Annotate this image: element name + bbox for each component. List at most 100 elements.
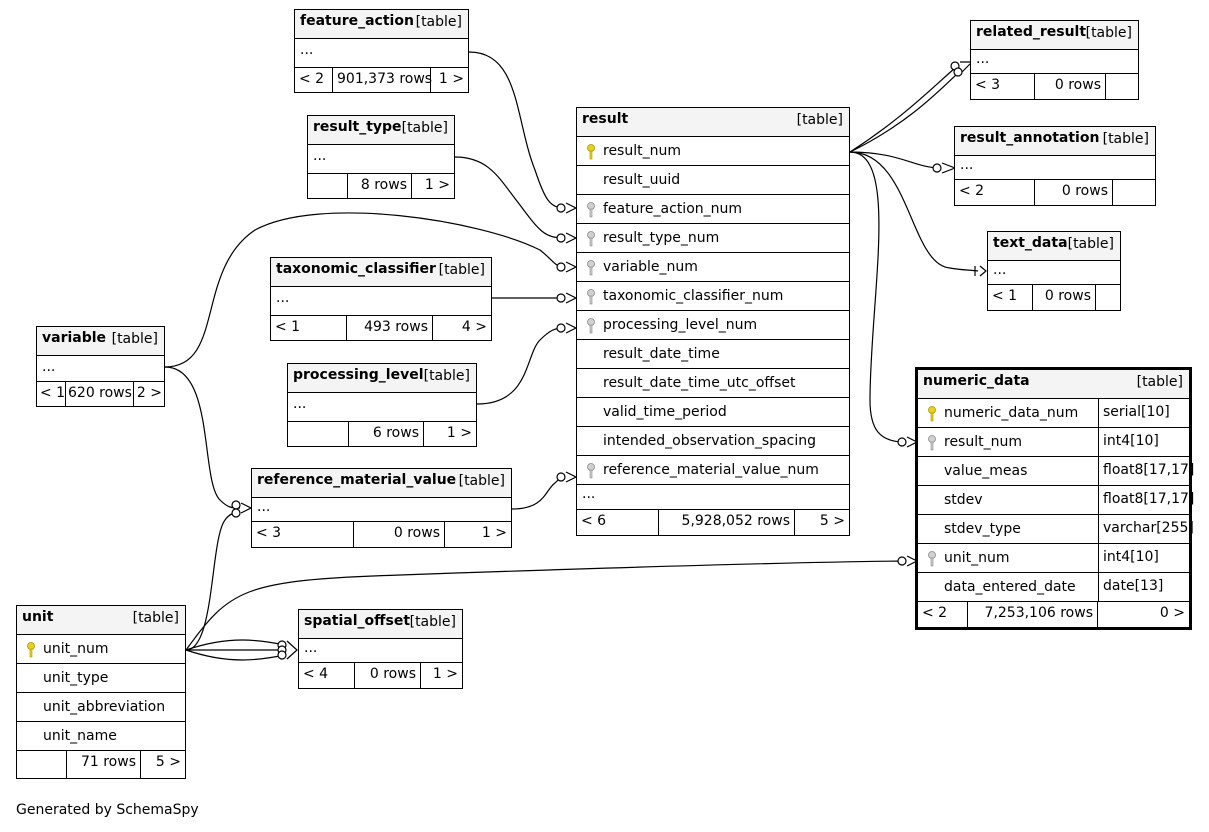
edge-variable-refmat [164,366,241,509]
table-header: unit [table] [17,606,185,635]
table-footer: 6 rows 1 > [288,422,476,446]
parents-link[interactable] [308,174,348,198]
edge-annotation [849,151,941,169]
table-name[interactable]: spatial_offset [304,613,411,629]
children-link[interactable]: 0 > [1159,605,1185,621]
table-name[interactable]: result_annotation [960,130,1100,146]
table-taxonomic-classifier[interactable]: taxonomic_classifier [table] ... < 1 493… [270,257,492,341]
children-link[interactable] [1113,180,1155,205]
parents-link[interactable]: < 3 [252,522,354,547]
parents-link[interactable]: < 2 [955,180,1035,205]
table-related-result[interactable]: related_result [table] ... < 3 0 rows [970,20,1139,100]
table-processing-level[interactable]: processing_level [table] ... 6 rows 1 > [287,363,477,447]
table-header: result_annotation [table] [955,127,1155,156]
parents-link[interactable]: < 1 [988,285,1033,310]
column-name: result_date_time_utc_offset [603,375,796,391]
column-row: value_meas float8[17,17] [918,457,1194,486]
column-name: unit_num [944,550,1010,566]
children-link[interactable]: 5 > [819,513,845,529]
table-kind: [table] [423,368,470,384]
table-header: taxonomic_classifier [table] [271,258,491,287]
column-row: intended_observation_spacing [577,427,849,456]
table-name[interactable]: result [582,111,629,127]
edge-unit-numeric [185,560,906,651]
table-name[interactable]: processing_level [293,367,424,383]
parents-link[interactable]: < 2 [295,68,333,92]
table-footer: < 1 0 rows [988,285,1120,310]
ellipsis: ... [313,148,327,164]
ellipsis: ... [976,51,990,67]
table-variable[interactable]: variable [table] ... < 1 620 rows 2 > [36,326,165,407]
table-body: ... [295,39,468,68]
parents-link[interactable]: < 2 [918,602,968,627]
table-body: ... [308,145,454,174]
column-row: unit_num int4[10] [918,544,1189,573]
column-name: stdev_type [944,521,1021,537]
table-kind: [table] [1136,374,1183,390]
ellipsis: ... [293,396,307,412]
table-text-data[interactable]: text_data [table] ... < 1 0 rows [987,231,1121,311]
column-type: int4[10] [1098,544,1189,572]
foreign-key-icon [586,463,596,479]
table-kind: [table] [111,331,158,347]
table-body: ... [971,50,1138,74]
table-name[interactable]: result_type [313,119,402,135]
table-result-annotation[interactable]: result_annotation [table] ... < 2 0 rows [954,126,1156,206]
row-count: 0 rows [354,522,445,547]
edge-related-1 [849,67,956,153]
column-type: float8[17,17] [1098,457,1194,485]
table-name[interactable]: variable [42,330,107,346]
table-name[interactable]: unit [22,609,54,625]
children-link[interactable]: 1 > [481,525,507,541]
table-numeric-data[interactable]: numeric_data [table] numeric_data_num se… [915,367,1194,630]
table-name[interactable]: text_data [993,235,1068,251]
parents-link[interactable]: < 4 [299,663,355,688]
parents-link[interactable]: < 1 [271,316,347,340]
parents-link[interactable] [288,422,349,446]
foreign-key-icon [586,289,596,305]
table-kind: [table] [796,112,843,128]
table-name[interactable]: taxonomic_classifier [276,261,436,277]
column-name: unit_num [43,641,109,657]
edge-related-2 [849,72,959,153]
children-link[interactable] [1096,285,1120,310]
table-name[interactable]: numeric_data [923,373,1030,389]
children-link[interactable]: 2 > [136,385,162,401]
parents-link[interactable]: < 1 [37,382,66,406]
children-link[interactable]: 5 > [155,754,181,770]
table-name[interactable]: feature_action [300,13,414,29]
children-link[interactable] [1106,74,1138,99]
parents-link[interactable]: < 3 [971,74,1035,99]
column-row: stdev float8[17,17] [918,486,1194,515]
column-name: unit_name [43,728,117,744]
parents-link[interactable]: < 6 [577,510,659,535]
table-footer: < 2 0 rows [955,180,1155,205]
table-kind: [table] [458,473,505,489]
children-link[interactable]: 1 > [438,71,464,87]
children-link[interactable]: 4 > [461,319,487,335]
table-header: variable [table] [37,327,164,356]
children-link[interactable]: 1 > [424,177,450,193]
table-body: ... [252,498,511,522]
table-name[interactable]: related_result [976,24,1087,40]
table-feature-action[interactable]: feature_action [table] ... < 2 901,373 r… [294,9,469,93]
table-body: ... [988,261,1120,285]
table-reference-material-value[interactable]: reference_material_value [table] ... < 3… [251,468,512,548]
table-kind: [table] [438,262,485,278]
table-footer: < 3 0 rows 1 > [252,522,511,547]
children-link[interactable]: 1 > [432,666,458,682]
table-name[interactable]: reference_material_value [257,472,457,488]
foreign-key-icon [586,318,596,334]
table-unit[interactable]: unit [table] unit_num unit_type unit_abb… [16,605,186,779]
table-result[interactable]: result [table] result_num result_uuid fe… [576,107,850,536]
row-count: 0 rows [1035,180,1113,205]
column-row: numeric_data_num serial[10] [918,399,1189,428]
children-link[interactable]: 1 > [446,425,472,441]
column-name: feature_action_num [603,201,743,217]
row-count: 71 rows [67,751,141,778]
table-result-type[interactable]: result_type [table] ... 8 rows 1 > [307,115,455,199]
table-spatial-offset[interactable]: spatial_offset [table] ... < 4 0 rows 1 … [298,609,463,689]
table-kind: [table] [1067,236,1114,252]
ellipsis: ... [960,157,974,173]
parents-link[interactable] [17,751,67,778]
